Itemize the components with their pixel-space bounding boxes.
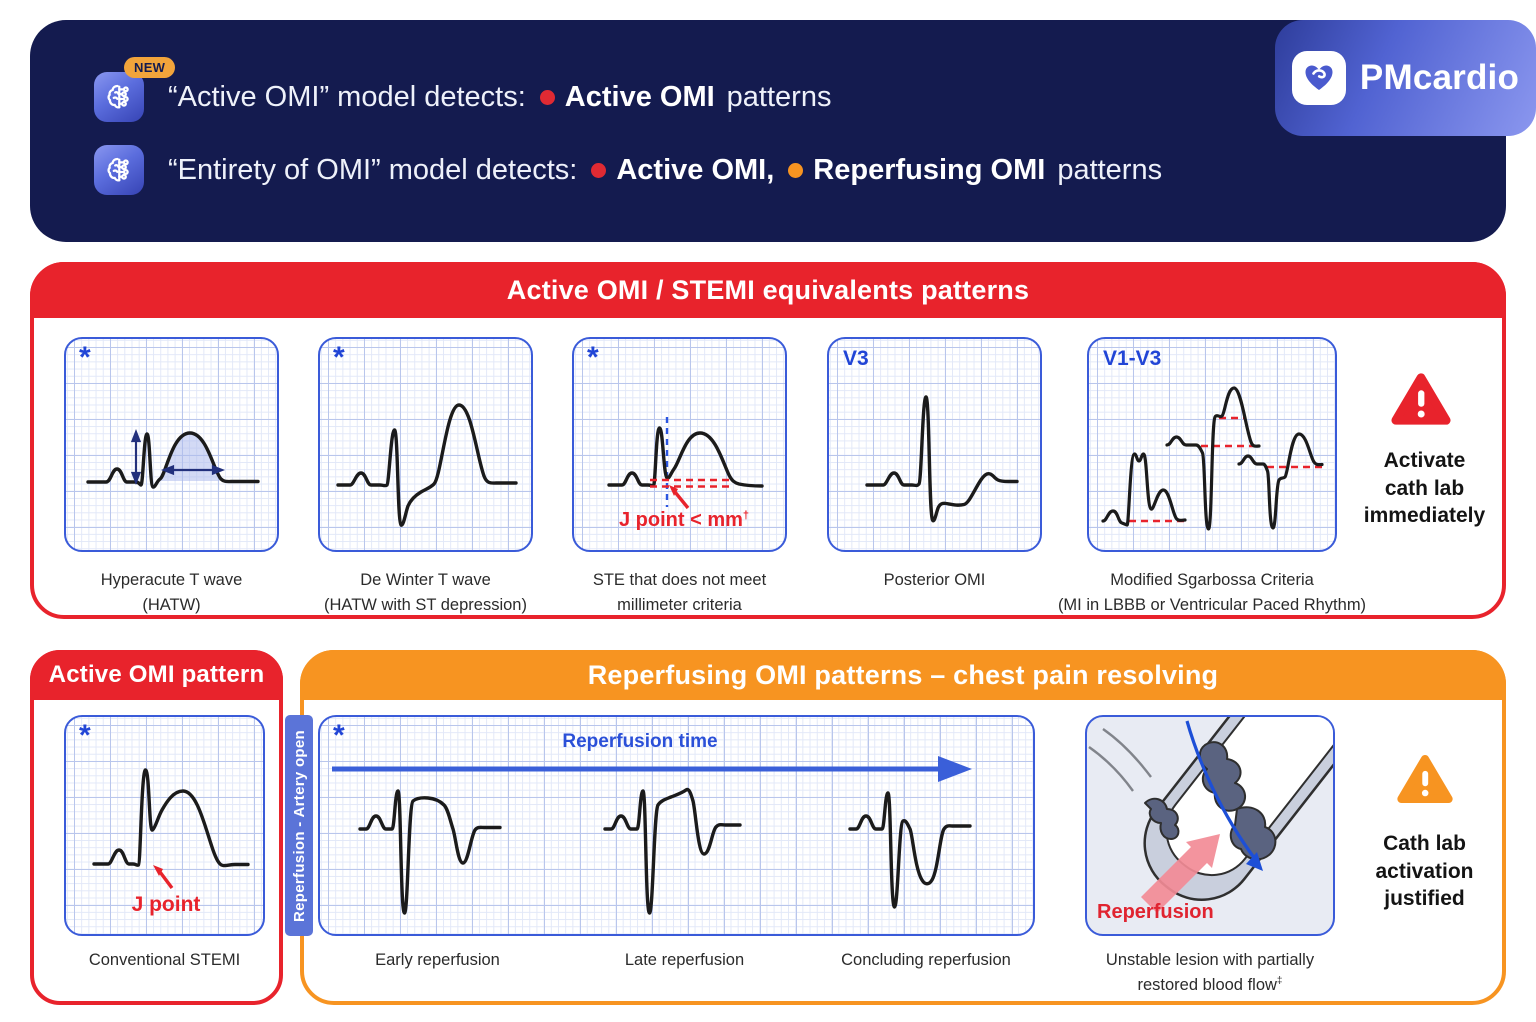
brain-icon-graphic [107, 84, 129, 109]
ecg-trace-sgarbossa [1101, 386, 1327, 531]
lead-label: * [333, 719, 345, 752]
warning-cath-lab-justified: Cath lab activation justified [1375, 832, 1474, 911]
caption-hatw: Hyperacute T wave (HATW) [100, 571, 243, 614]
model-line-2: “Entirety of OMI” model detects: Active … [168, 154, 1162, 187]
j-point-annotation: J point [131, 893, 201, 916]
lead-label: * [333, 341, 345, 374]
active-section-header: Active OMI / STEMI equivalents patterns [30, 262, 1506, 318]
logo-text: PMcardio [1359, 58, 1520, 97]
orange-warning-triangle-icon [1397, 754, 1453, 804]
ecg-card-posterior: V3 [827, 337, 1042, 552]
lead-label: * [79, 719, 91, 752]
active-section-title: Active OMI / STEMI equivalents patterns [506, 274, 1030, 305]
lead-label: V1-V3 [1103, 347, 1162, 370]
line2-suffix: patterns [1057, 153, 1163, 186]
brain-icon-graphic [107, 157, 129, 182]
ecg-card-sgarbossa: V1-V3 [1087, 337, 1337, 552]
lead-label: * [587, 341, 599, 374]
line2-item-active-omi: Active OMI, [616, 153, 775, 186]
reperfusion-artery-open-bar: Reperfusion - Artery open [285, 715, 313, 936]
ecg-card-hatw: * [64, 337, 279, 552]
bar-label: Reperfusion - Artery open [290, 729, 308, 922]
line1-prefix: “Active OMI” model detects: [168, 80, 526, 113]
lead-label: * [79, 341, 91, 374]
ecg-trace-hatw [86, 428, 260, 489]
ecg-trace-posterior [865, 395, 1019, 523]
caption-dewinter: De Winter T wave (HATW with ST depressio… [324, 571, 527, 614]
pmcardio-heart-icon [1291, 51, 1346, 105]
ecg-trace-stemi [92, 768, 250, 890]
brain-icon [94, 145, 144, 195]
line1-suffix: patterns [726, 80, 832, 113]
line2-prefix: “Entirety of OMI” model detects: [168, 153, 578, 186]
caption-early-reperfusion: Early reperfusion [375, 951, 500, 969]
model-line-1: “Active OMI” model detects: Active OMI p… [168, 81, 831, 114]
ecg-card-conventional-stemi: * J point [64, 715, 265, 936]
reperfusion-section-title: Reperfusing OMI patterns – chest pain re… [587, 659, 1219, 690]
line1-item-active-omi: Active OMI [564, 80, 715, 113]
artery-illustration [1088, 717, 1333, 913]
caption-late-reperfusion: Late reperfusion [624, 951, 745, 969]
reperfusion-label: Reperfusion [1097, 901, 1214, 923]
red-dot-icon [591, 162, 607, 178]
brain-icon: NEW [94, 57, 176, 122]
lead-label: V3 [843, 347, 869, 370]
pattern-section-header: Active OMI pattern [30, 650, 283, 700]
ecg-card-ste-subtle: * J point < mm† [572, 337, 787, 552]
artery-illustration-card: Reperfusion [1085, 715, 1335, 936]
ecg-panel-reperfusion: * Reperfusion time [318, 715, 1035, 936]
caption-sgarbossa: Modified Sgarbossa Criteria (MI in LBBB … [1057, 571, 1367, 614]
caption-unstable-lesion: Unstable lesion with partially restored … [1105, 951, 1315, 994]
j-point-annotation: J point < mm† [618, 509, 750, 531]
new-badge: NEW [124, 57, 176, 78]
model-row-active-omi: NEW “Active OMI” model detects: Active O… [94, 57, 831, 122]
caption-posterior: Posterior OMI [883, 571, 986, 589]
pmcardio-logo: PMcardio [1275, 20, 1536, 136]
reperfusion-time-label: Reperfusion time [562, 731, 718, 752]
caption-ste-subtle: STE that does not meet millimeter criter… [592, 571, 767, 614]
line2-item-reperfusing-omi: Reperfusing OMI [813, 153, 1046, 186]
orange-dot-icon [788, 162, 804, 178]
ecg-card-dewinter: * [318, 337, 533, 552]
red-dot-icon [539, 89, 555, 105]
pattern-section-title: Active OMI pattern [48, 661, 265, 688]
ecg-trace-dewinter [336, 403, 518, 527]
heart-icon-graphic [1305, 65, 1333, 90]
caption-concluding-reperfusion: Concluding reperfusion [841, 951, 1011, 969]
red-warning-triangle-icon [1391, 373, 1451, 425]
ecg-traces-reperfusion [332, 756, 972, 915]
model-row-entirety-omi: “Entirety of OMI” model detects: Active … [94, 145, 1162, 195]
reperfusion-section-header: Reperfusing OMI patterns – chest pain re… [300, 650, 1506, 700]
warning-activate-cath-lab: Activate cath lab immediately [1363, 449, 1486, 528]
caption-conventional-stemi: Conventional STEMI [88, 951, 241, 969]
ecg-trace-ste-subtle [607, 417, 764, 510]
header-banner: NEW “Active OMI” model detects: Active O… [30, 20, 1536, 242]
